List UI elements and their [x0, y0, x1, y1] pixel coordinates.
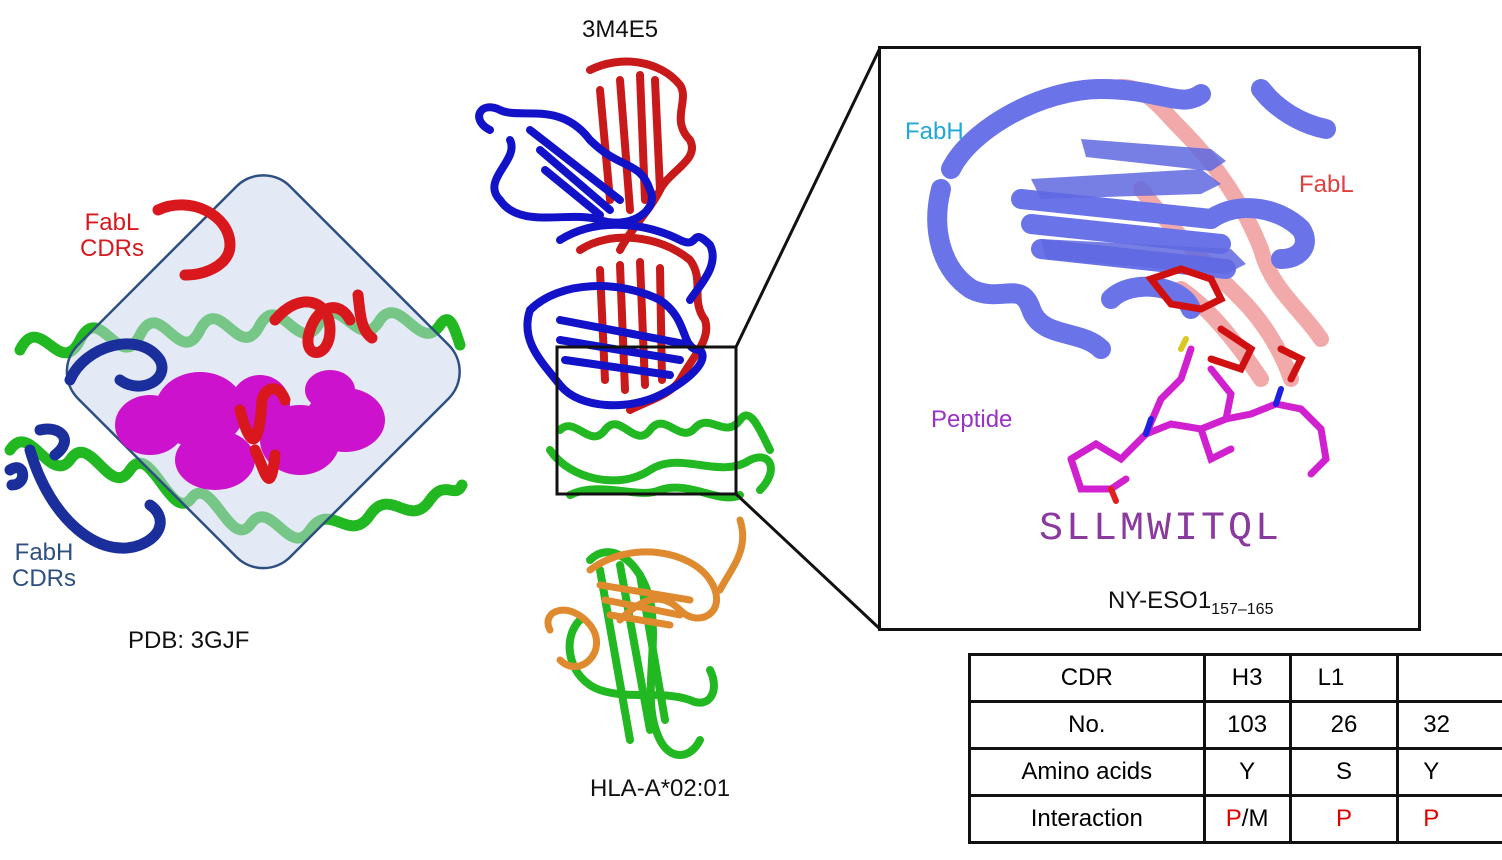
- fabl-cdrs-label: FabL CDRs: [80, 209, 144, 263]
- row-header: Interaction: [968, 794, 1206, 844]
- row-header: Amino acids: [968, 747, 1206, 797]
- peptide-sequence: SLLMWITQL: [1039, 507, 1283, 552]
- antigen-label: NY-ESO1157–165: [1108, 587, 1274, 618]
- table-cell: L1: [1288, 653, 1400, 703]
- table-cell: [1396, 653, 1502, 703]
- table-cell: 32: [1396, 700, 1502, 750]
- fabl-cdr-loops: [152, 199, 378, 484]
- table-row: Interaction P/M P P: [968, 794, 1502, 844]
- zoom-region-box: [555, 345, 738, 496]
- interaction-cell: P/M: [1202, 794, 1292, 844]
- inset-fabh-ribbon: [927, 78, 1336, 359]
- interaction-type: P: [1225, 805, 1242, 832]
- inset-fabh-sheet: [1031, 139, 1246, 274]
- inset-peptide-heteroatoms: [1108, 336, 1284, 504]
- inset-peptide-label: Peptide: [931, 406, 1013, 433]
- antigen-name: NY-ESO1: [1108, 587, 1212, 614]
- hla-allele-label: HLA-A*02:01: [590, 775, 731, 802]
- inset-fabl-label: FabL: [1299, 171, 1354, 198]
- table-cell: Y: [1202, 747, 1292, 797]
- cdr-highlight-box: [65, 174, 461, 570]
- antigen-subscript: 157–165: [1211, 600, 1274, 618]
- callout-line-bottom: [734, 492, 882, 631]
- interaction-type: P: [1423, 805, 1440, 832]
- hla-alpha-ribbon: [546, 411, 775, 759]
- interaction-type: P: [1335, 805, 1352, 832]
- row-header: CDR: [968, 653, 1206, 703]
- table-row: No. 103 26 32: [968, 700, 1502, 750]
- table-row: Amino acids Y S Y: [968, 747, 1502, 797]
- table-cell: Y: [1396, 747, 1502, 797]
- row-header: No.: [968, 700, 1206, 750]
- heavy-chain-ribbon: [475, 103, 717, 410]
- inset-fabl-sidechains: [1145, 265, 1306, 383]
- table-cell: 103: [1202, 700, 1292, 750]
- cdr-interaction-table: CDR H3 L1 No. 103 26 32 Amino acids Y S …: [968, 653, 1502, 844]
- inset-fabh-label: FabH: [905, 118, 964, 145]
- b2m-ribbon: [544, 516, 747, 670]
- inset-graphic: [927, 78, 1336, 504]
- interaction-cell: P: [1396, 794, 1502, 844]
- table-row: CDR H3 L1: [968, 653, 1502, 703]
- table-cell: 26: [1288, 700, 1400, 750]
- antibody-name-label: 3M4E5: [582, 16, 659, 43]
- pdb-id-label: PDB: 3GJF: [128, 627, 250, 654]
- fabh-cdr-loops: [4, 338, 168, 554]
- interaction-type: M: [1248, 805, 1269, 832]
- callout-line-top: [734, 47, 882, 348]
- zoom-inset-panel: FabH FabL Peptide SLLMWITQL NY-ESO1157–1…: [878, 46, 1421, 631]
- fabh-cdrs-label: FabH CDRs: [12, 539, 76, 593]
- interaction-cell: P: [1288, 794, 1400, 844]
- table-cell: S: [1288, 747, 1400, 797]
- table-cell: H3: [1202, 653, 1292, 703]
